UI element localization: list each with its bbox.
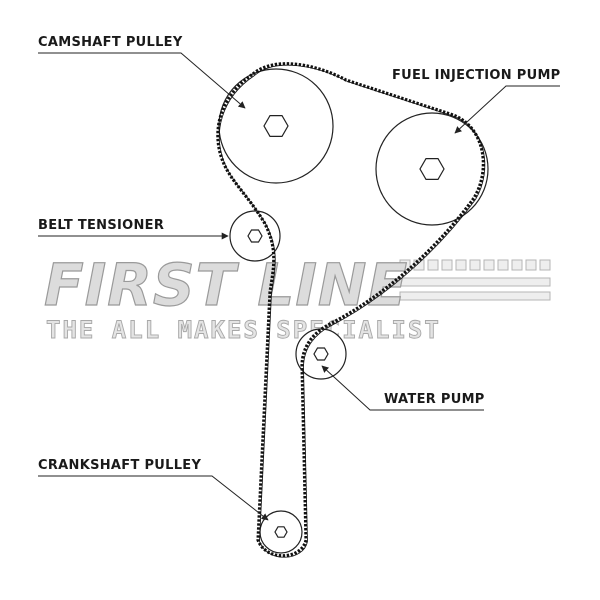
water-pump-hex-nut bbox=[313, 347, 329, 361]
callouts bbox=[38, 52, 560, 521]
crankshaft-pulley-hex-nut bbox=[274, 526, 288, 538]
fuel-injection-pump-leader bbox=[454, 85, 560, 134]
watermark: FIRST LINE THE ALL MAKES SPECIALIST bbox=[43, 250, 551, 344]
belt-tensioner-hex-nut bbox=[247, 229, 263, 243]
watermark-bars bbox=[399, 259, 551, 301]
camshaft-pulley-hex-nut bbox=[263, 114, 289, 137]
water-pump-leader bbox=[321, 365, 484, 411]
water-pump-label: WATER PUMP bbox=[384, 392, 485, 407]
watermark-title: FIRST LINE bbox=[44, 251, 408, 319]
camshaft-pulley-leader bbox=[38, 52, 246, 109]
crankshaft-pulley-leader bbox=[38, 475, 269, 521]
belt-tensioner-label: BELT TENSIONER bbox=[38, 218, 164, 233]
fuel-injection-pump-hex-nut bbox=[419, 158, 445, 180]
watermark-tagline: THE ALL MAKES SPECIALIST bbox=[46, 316, 441, 344]
fuel-injection-pump-label: FUEL INJECTION PUMP bbox=[392, 68, 561, 83]
camshaft-pulley-label: CAMSHAFT PULLEY bbox=[38, 35, 183, 50]
crankshaft-pulley-label: CRANKSHAFT PULLEY bbox=[38, 458, 201, 473]
